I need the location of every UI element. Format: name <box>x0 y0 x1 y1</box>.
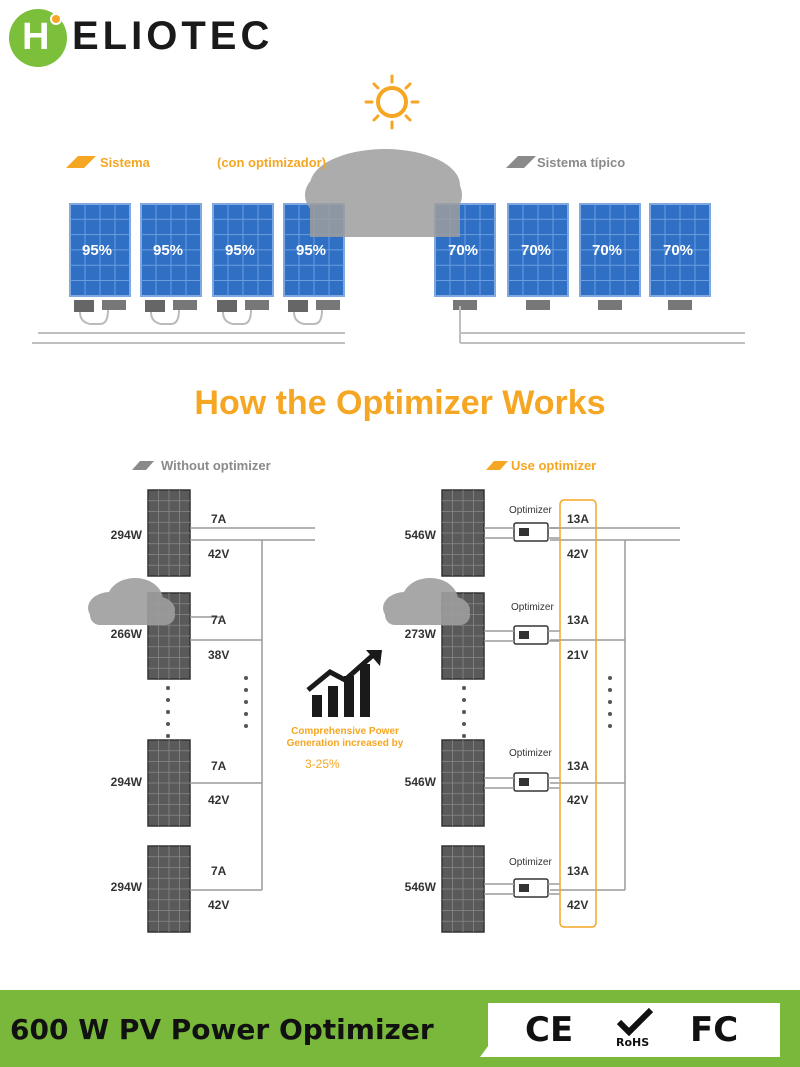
right-row-1-current: 13A <box>567 512 590 526</box>
optimized-panel-3 <box>212 203 274 325</box>
optimizer-device-icon <box>484 522 560 542</box>
left-row-1-voltage: 42V <box>208 547 230 561</box>
rohs-check-icon <box>616 1008 654 1036</box>
left-row-1-current: 7A <box>211 512 227 526</box>
typical-panel-1-pct: 70% <box>448 242 479 259</box>
fc-mark-icon: FC <box>690 1010 739 1050</box>
gray-marker-icon <box>132 461 154 470</box>
cloud-icon <box>383 578 470 625</box>
right-row-1-voltage: 42V <box>567 547 589 561</box>
right-row-3-current: 13A <box>567 759 590 773</box>
left-row-2-voltage: 38V <box>208 648 230 662</box>
optimizer-box-icon <box>217 300 269 325</box>
right-row-1-watt: 546W <box>404 528 436 542</box>
junction-box-icon <box>453 300 477 310</box>
junction-box-icon <box>598 300 622 310</box>
optimized-panel-2-pct: 95% <box>153 242 184 259</box>
logo-letter: H <box>22 16 50 58</box>
comprehensive-line-2: Generation increased by <box>286 738 404 749</box>
optimized-panel-4-pct: 95% <box>296 242 327 259</box>
right-panel-1 <box>441 489 485 577</box>
left-row-3-current: 7A <box>211 759 227 773</box>
right-row-4-voltage: 42V <box>567 898 589 912</box>
optimizer-label: Optimizer <box>511 602 554 613</box>
footer-title: 600 W PV Power Optimizer <box>10 1013 434 1046</box>
label-sistema: Sistema <box>100 155 150 170</box>
optimizer-box-icon <box>288 300 340 325</box>
left-row-4-watt: 294W <box>110 880 142 894</box>
right-row-2-watt: 273W <box>404 627 436 641</box>
use-optimizer-label: Use optimizer <box>511 458 597 473</box>
comprehensive-text: Comprehensive Power Generation increased… <box>270 726 420 750</box>
typical-panel-3-pct: 70% <box>592 242 623 259</box>
wiring-left <box>32 332 345 344</box>
typical-panel-2 <box>507 203 569 310</box>
brand-logo: H <box>6 6 296 68</box>
optimized-panel-3-pct: 95% <box>225 242 256 259</box>
left-row-3-watt: 294W <box>110 775 142 789</box>
optimizer-label: Optimizer <box>509 857 552 868</box>
right-row-2-voltage: 21V <box>567 648 589 662</box>
typical-panel-4 <box>649 203 711 310</box>
right-row-3-voltage: 42V <box>567 793 589 807</box>
right-panel-3 <box>441 739 485 827</box>
logo-circle-icon <box>9 9 67 67</box>
optimizer-device-icon <box>484 772 560 792</box>
comprehensive-line-1: Comprehensive Power <box>291 726 399 737</box>
right-row-2-current: 13A <box>567 613 590 627</box>
ce-mark-icon: CE <box>525 1010 574 1050</box>
label-sistema-tipico: Sistema típico <box>537 155 626 170</box>
without-optimizer-label: Without optimizer <box>161 458 271 473</box>
ellipsis-dots <box>166 676 612 738</box>
brand-name: ELIOTEC <box>72 14 274 58</box>
left-wiring <box>190 527 315 891</box>
typical-panel-2-pct: 70% <box>521 242 552 259</box>
growth-chart-icon <box>306 650 382 717</box>
optimizer-device-icon <box>484 878 560 898</box>
left-panel-1 <box>147 489 191 577</box>
right-row-4-watt: 546W <box>404 880 436 894</box>
cloud-icon <box>305 149 462 237</box>
left-row-4-voltage: 42V <box>208 898 230 912</box>
typical-panel-4-pct: 70% <box>663 242 694 259</box>
left-panel-3 <box>147 739 191 827</box>
optimizer-label: Optimizer <box>509 505 552 516</box>
increase-range: 3-25% <box>305 757 340 771</box>
optimizer-device-icon <box>484 625 560 645</box>
optimizer-label: Optimizer <box>509 748 552 759</box>
junction-box-icon <box>526 300 550 310</box>
wiring-right <box>459 306 745 344</box>
right-panel-4 <box>441 845 485 933</box>
optimized-panel-1-pct: 95% <box>82 242 113 259</box>
gray-marker-icon <box>506 156 536 168</box>
left-row-1-watt: 294W <box>110 528 142 542</box>
top-diagram <box>32 74 745 344</box>
left-row-3-voltage: 42V <box>208 793 230 807</box>
orange-marker-icon <box>66 156 96 168</box>
optimized-panel-1 <box>69 203 131 325</box>
optimizer-diagram <box>88 461 680 933</box>
optimizer-box-icon <box>145 300 197 325</box>
left-panel-4 <box>147 845 191 933</box>
right-row-4-current: 13A <box>567 864 590 878</box>
left-row-4-current: 7A <box>211 864 227 878</box>
junction-box-icon <box>668 300 692 310</box>
rohs-label: RoHS <box>616 1036 650 1049</box>
orange-marker-icon <box>486 461 508 470</box>
right-row-3-watt: 546W <box>404 775 436 789</box>
section-title: How the Optimizer Works <box>194 384 606 422</box>
right-wiring <box>550 527 680 891</box>
cloud-icon <box>88 578 175 625</box>
sun-icon <box>364 74 420 130</box>
optimizer-box-icon <box>74 300 126 325</box>
optimized-panel-2 <box>140 203 202 325</box>
label-con-optimizador: (con optimizador) <box>217 155 327 170</box>
left-row-2-current: 7A <box>211 613 227 627</box>
typical-panel-3 <box>579 203 641 310</box>
current-highlight-box <box>559 499 597 928</box>
optimized-panel-group <box>69 203 345 325</box>
left-row-2-watt: 266W <box>110 627 142 641</box>
